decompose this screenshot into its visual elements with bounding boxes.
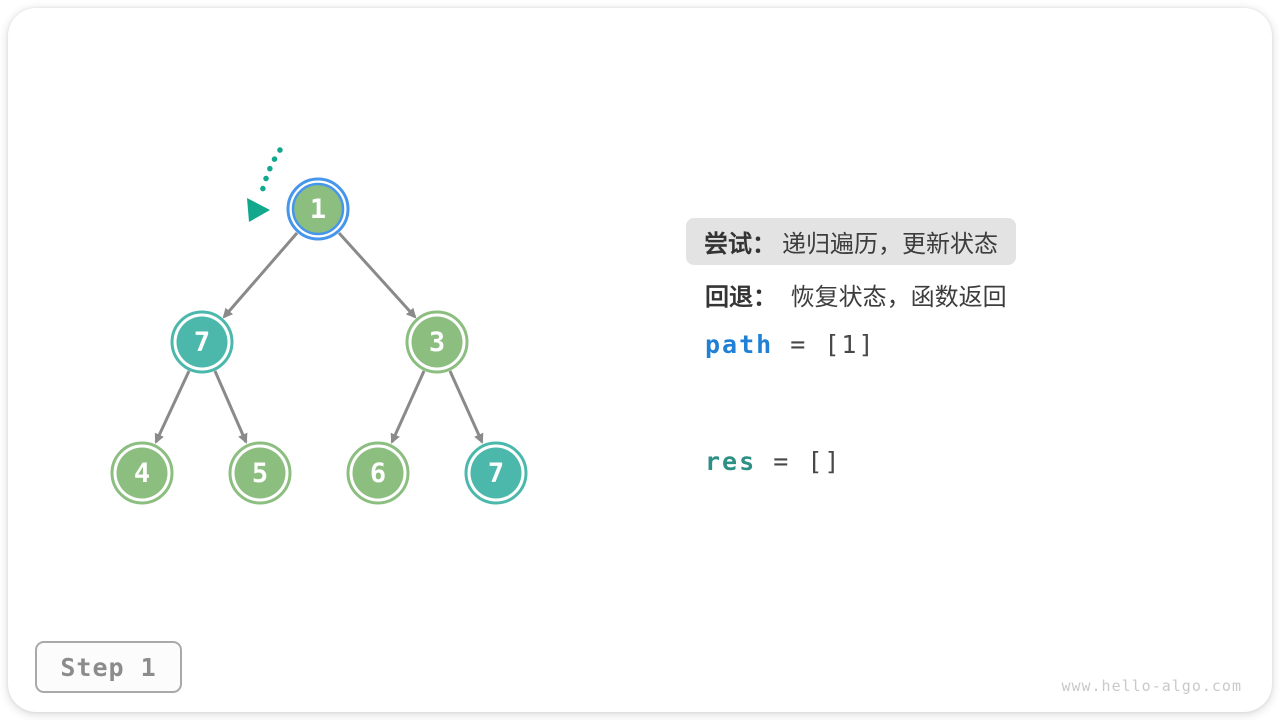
tree-edge (154, 370, 191, 444)
tree-node-label: 7 (194, 327, 210, 358)
backtrack-statement: 回退： 恢复状态，函数返回 (705, 277, 1007, 312)
res-variable-line: res = [] (705, 447, 841, 476)
step-indicator: Step 1 (35, 641, 182, 693)
res-variable-value: = [] (773, 447, 842, 476)
tree-node: 6 (346, 441, 410, 505)
tree-node-label: 5 (252, 458, 268, 489)
tree-node: 3 (405, 310, 469, 374)
tree-edges (154, 231, 484, 444)
tree-node: 7 (170, 310, 234, 374)
tree-edge (337, 231, 417, 319)
tree-node: 7 (464, 441, 528, 505)
step-indicator-label: Step 1 (60, 652, 157, 682)
arrowhead-icon (247, 198, 270, 222)
path-variable-name: path (705, 330, 774, 359)
tree-node: 5 (228, 441, 292, 505)
try-statement: 尝试： 递归遍历，更新状态 (686, 218, 1016, 265)
backtrack-text: 恢复状态，函数返回 (790, 283, 1007, 311)
tree-node-label: 4 (134, 458, 150, 489)
tree-node-label: 1 (310, 194, 326, 225)
tree-edge (448, 370, 484, 444)
tree-edge (213, 370, 248, 444)
current-pointer-arrow (247, 147, 283, 222)
try-text: 递归遍历，更新状态 (782, 230, 998, 258)
tree-edge (222, 232, 299, 319)
try-label: 尝试： (704, 230, 776, 258)
tree-node: 4 (110, 441, 174, 505)
watermark: www.hello-algo.com (1061, 677, 1242, 695)
dotted-arrow-tail (259, 147, 283, 195)
backtrack-label: 回退： (705, 283, 777, 311)
tree-edge (390, 370, 426, 444)
res-variable-name: res (705, 447, 757, 476)
tree-node-label: 7 (488, 458, 504, 489)
tree-node: 1 (286, 177, 350, 241)
path-variable-line: path = [1] (705, 330, 876, 359)
tree-node-label: 3 (429, 327, 445, 358)
path-variable-value: = [1] (790, 330, 876, 359)
tree-node-label: 6 (370, 458, 386, 489)
